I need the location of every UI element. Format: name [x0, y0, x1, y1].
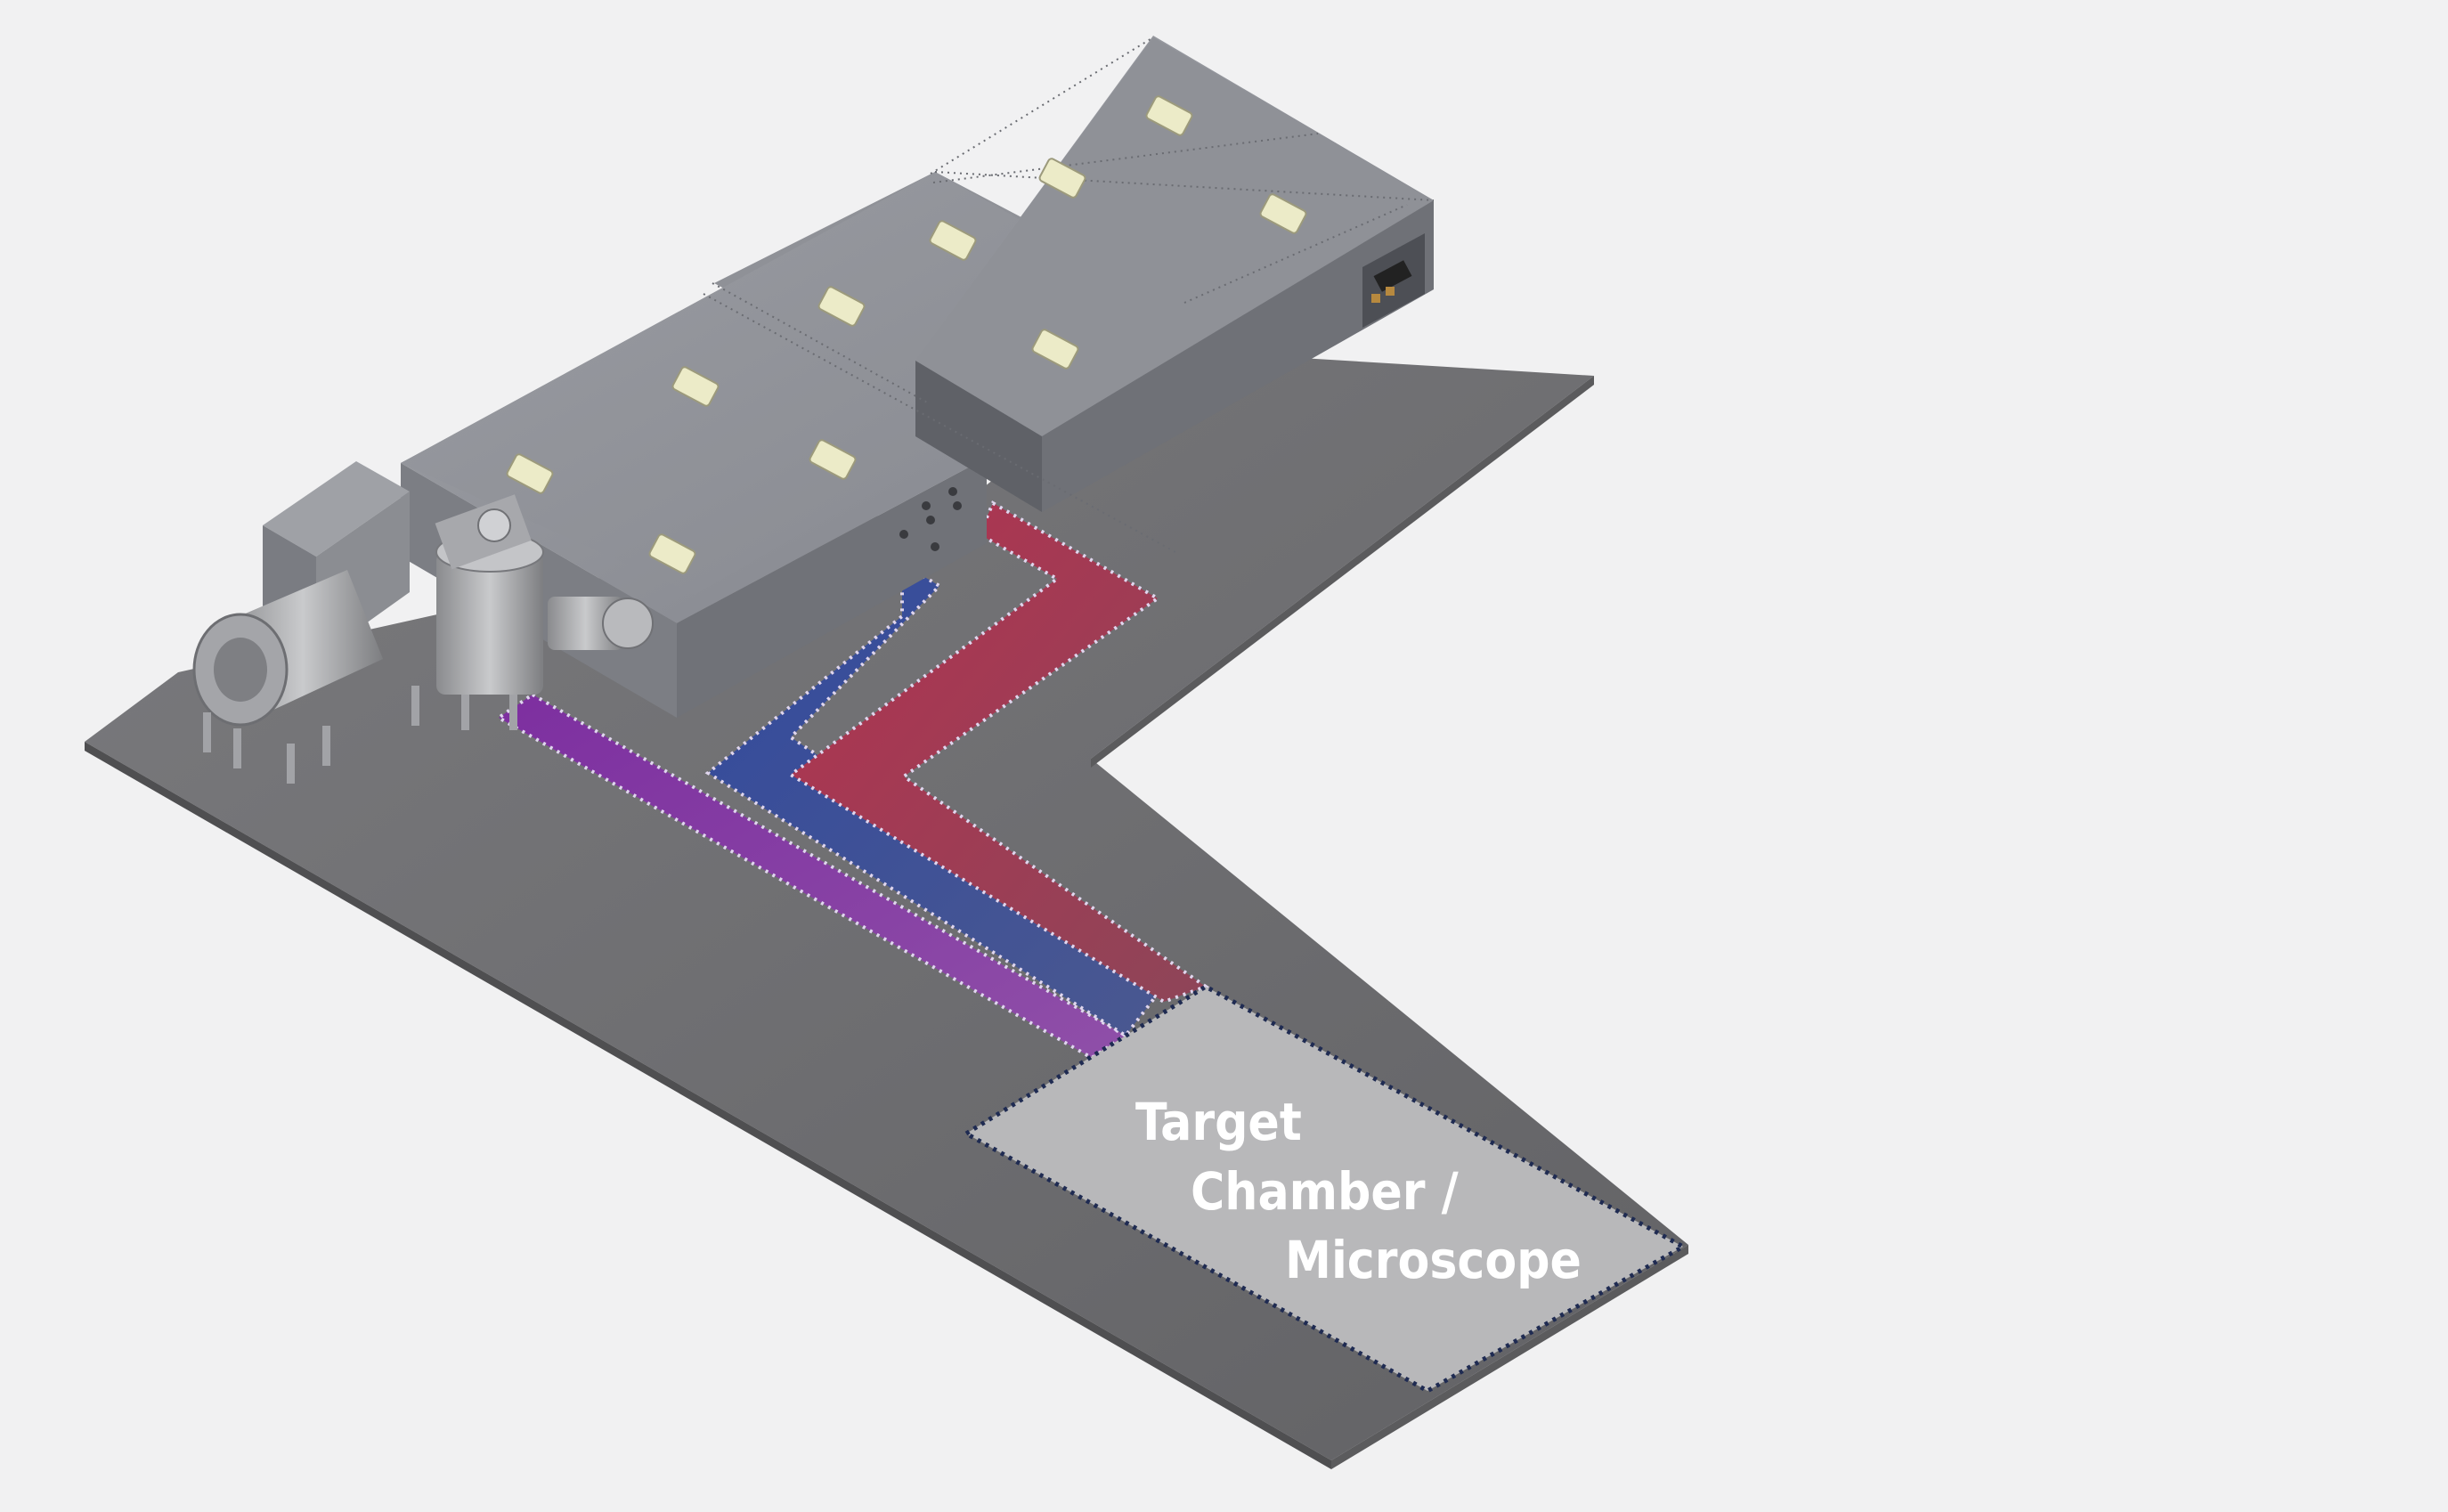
access-panel: [1145, 95, 1193, 136]
access-panel: [671, 366, 720, 407]
red-path: [787, 500, 1210, 1004]
housing-right-top-main: [915, 37, 1434, 506]
laser-housing-right: [915, 36, 1434, 512]
baseplate-edge-left: [85, 742, 1331, 1469]
baseplate-edge-right: [1331, 1245, 1688, 1469]
access-panel: [1031, 329, 1079, 370]
beam-paths: [495, 500, 1210, 1061]
access-panel: [809, 439, 857, 480]
housing-left-front: [677, 458, 987, 718]
baseplate-edge-back: [1091, 376, 1594, 768]
housing-right-side: [1042, 200, 1434, 512]
port-holes: [899, 487, 962, 551]
connector-panel: [1362, 233, 1425, 328]
optical-components: [192, 461, 654, 784]
purple-path: [495, 692, 1129, 1061]
access-panel: [817, 286, 866, 327]
target-label-line-3: Microscope: [1285, 1230, 1582, 1290]
target-area-region: [962, 984, 1688, 1394]
vacuum-chamber: [435, 494, 654, 695]
optics-block-top: [263, 461, 410, 557]
access-panel: [506, 453, 554, 494]
access-panel: [1259, 193, 1307, 234]
housing-right-front: [915, 361, 1042, 512]
target-area: Target Chamber / Microscope: [962, 984, 1688, 1394]
target-label-line-2: Chamber /: [1191, 1161, 1460, 1222]
support-legs: [203, 686, 517, 784]
access-panel: [1038, 158, 1086, 199]
access-panels: [506, 95, 1307, 574]
access-panel: [929, 220, 977, 261]
beam-tube: [192, 570, 383, 727]
panel-seams: [703, 37, 1435, 553]
target-label-line-1: Target: [1135, 1092, 1302, 1152]
access-panel: [648, 533, 696, 574]
